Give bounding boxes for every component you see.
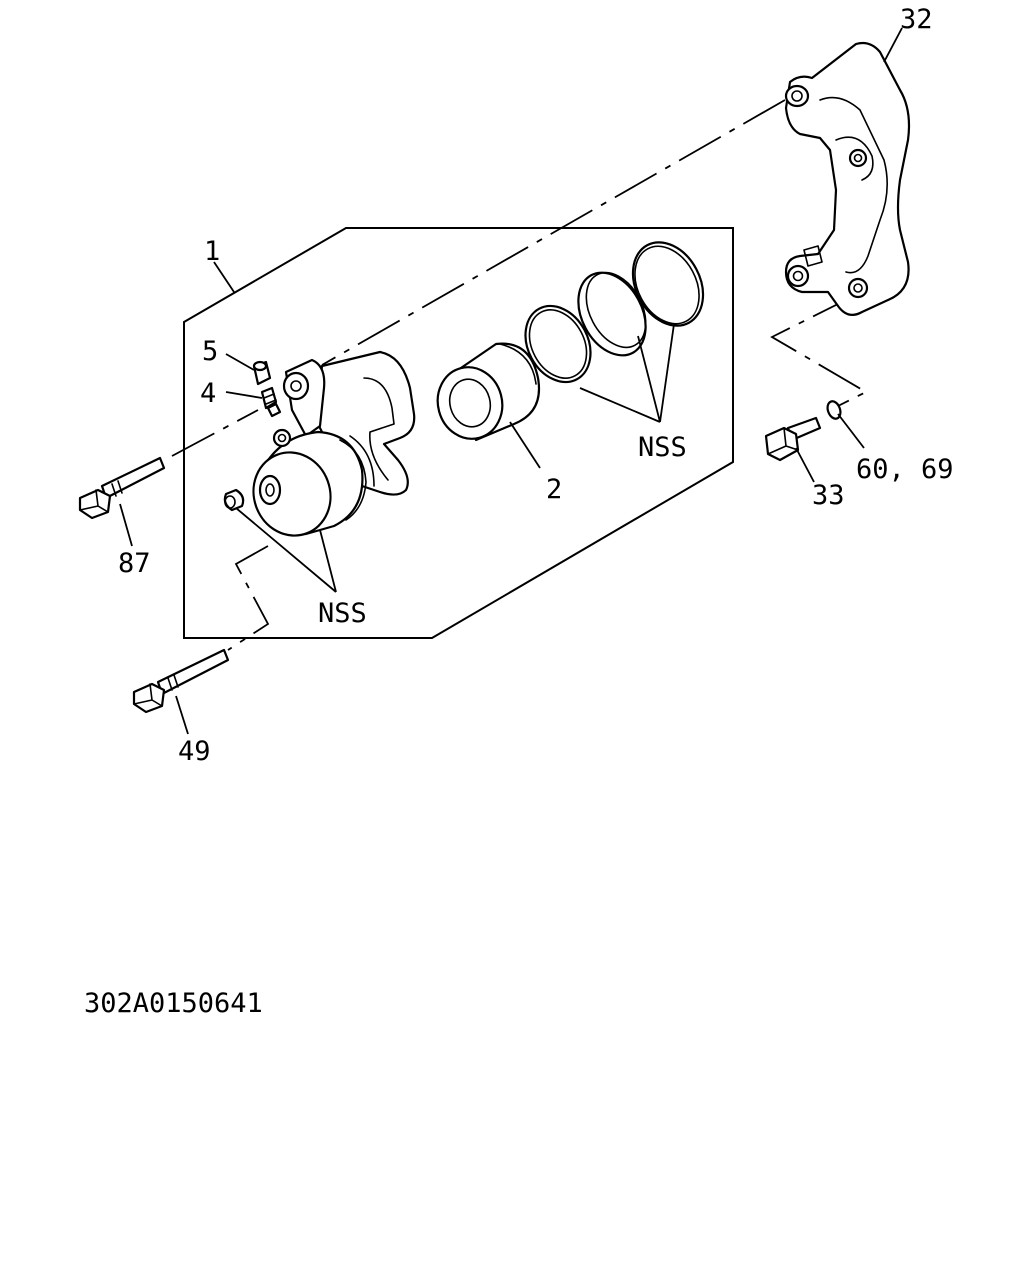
washer <box>826 400 842 420</box>
leader-2 <box>509 421 541 469</box>
leader-5 <box>225 353 255 371</box>
guide-pin-bolt-upper <box>78 456 166 520</box>
alignment-line-upper <box>321 99 786 366</box>
label-5: 5 <box>202 336 218 367</box>
leader-60-69 <box>837 413 865 449</box>
label-49: 49 <box>178 736 211 767</box>
guide-pin-bolt-lower <box>132 648 230 714</box>
bleeder-screw <box>260 386 282 418</box>
caliper-body <box>252 350 416 537</box>
boot-plug <box>223 488 245 512</box>
leader-1 <box>213 261 235 293</box>
label-nss-top: NSS <box>638 432 687 463</box>
leader-87 <box>119 503 133 547</box>
alignment-line-bottom <box>227 545 270 651</box>
label-1: 1 <box>204 236 220 267</box>
piston <box>436 342 541 442</box>
leader-nss-top <box>579 323 675 423</box>
label-33: 33 <box>812 480 845 511</box>
assembly-frame <box>183 227 734 639</box>
alignment-line-pin <box>171 409 259 457</box>
label-2: 2 <box>546 474 562 505</box>
label-4: 4 <box>200 378 216 409</box>
leader-49 <box>175 695 189 735</box>
leader-nss-bottom <box>235 507 337 593</box>
label-87: 87 <box>118 548 151 579</box>
label-nss-bottom: NSS <box>318 598 367 629</box>
support-bolt <box>764 416 822 462</box>
seal-rings <box>524 241 705 384</box>
support-bracket <box>784 41 911 317</box>
label-60-69: 60, 69 <box>856 454 954 485</box>
drawing-number: 302A0150641 <box>84 988 263 1019</box>
alignment-line-lower <box>770 294 868 411</box>
leader-32 <box>883 27 903 63</box>
leader-4 <box>225 391 263 399</box>
label-32: 32 <box>900 4 933 35</box>
leader-33 <box>795 447 815 483</box>
bleeder-cap <box>252 360 272 386</box>
